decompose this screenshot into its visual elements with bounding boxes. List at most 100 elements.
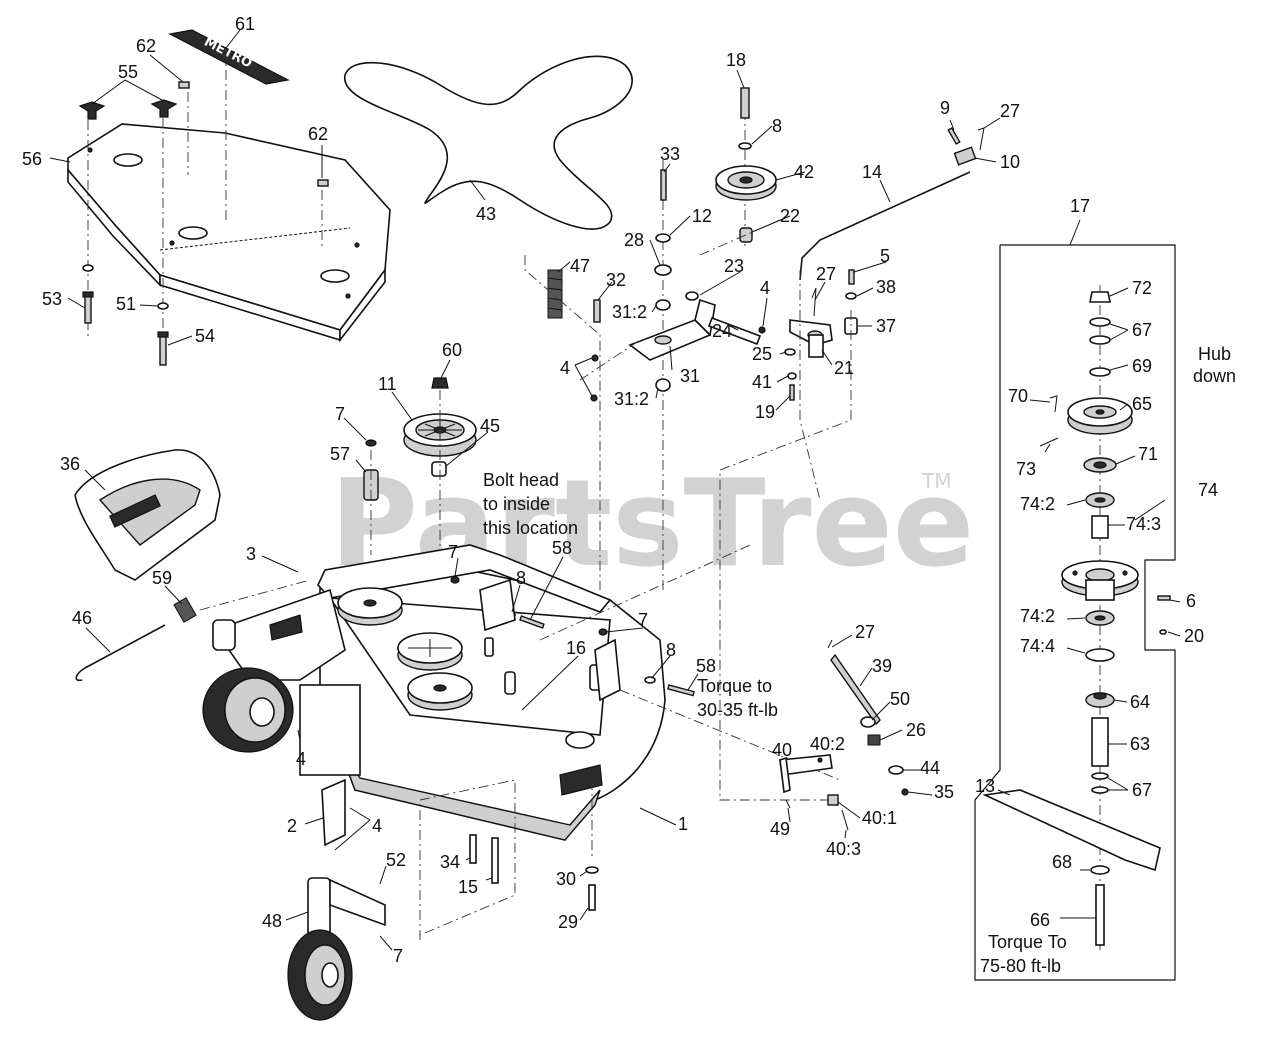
pin-9 — [947, 127, 961, 145]
washer-51b — [157, 302, 169, 310]
shaft-63 — [1091, 717, 1109, 767]
callout-71: 71 — [1138, 444, 1158, 464]
callout-61: 61 — [235, 14, 255, 34]
key-70 — [1049, 395, 1058, 413]
callout-40: 40 — [772, 740, 792, 760]
bracket-2 — [321, 778, 346, 847]
bolt-58b — [667, 684, 695, 697]
cotter-27c — [827, 639, 833, 649]
bracket-right — [594, 638, 621, 702]
callout-48: 48 — [262, 911, 282, 931]
svg-text:Bolt head: Bolt head — [483, 470, 559, 490]
callout-31-2: 31:2 — [614, 389, 649, 409]
callout-53: 53 — [42, 289, 62, 309]
washer-8c — [644, 676, 656, 684]
nut-60 — [431, 377, 449, 389]
bolt-32 — [593, 299, 601, 323]
bolt-18 — [740, 87, 750, 119]
washer-30 — [585, 866, 599, 874]
spacer-74-3 — [1091, 515, 1109, 539]
deck-cover-56 — [67, 123, 391, 343]
callout-11: 11 — [378, 374, 397, 394]
callout-31-2: 31:2 — [612, 302, 647, 322]
callout-41: 41 — [752, 372, 772, 392]
callout-57: 57 — [330, 444, 350, 464]
callout-44: 44 — [920, 758, 940, 778]
svg-text:Hub: Hub — [1198, 344, 1231, 364]
svg-text:30-35 ft-lb: 30-35 ft-lb — [697, 700, 778, 720]
callout-56: 56 — [22, 149, 42, 169]
callout-55: 55 — [118, 62, 138, 82]
bolt-6 — [1157, 595, 1171, 601]
callout-22: 22 — [780, 206, 800, 226]
note-hub-down: Hub down — [1193, 344, 1236, 386]
metro-decal-61: METRO — [168, 29, 290, 85]
callout-47: 47 — [570, 256, 590, 276]
bolt-33 — [660, 169, 667, 201]
callout-31: 31 — [680, 366, 700, 386]
callout-46: 46 — [72, 608, 92, 628]
spring-26 — [867, 734, 881, 746]
svg-text:75-80 ft-lb: 75-80 ft-lb — [980, 956, 1061, 976]
nut-72 — [1089, 291, 1111, 303]
callout-63: 63 — [1130, 734, 1150, 754]
callout-8: 8 — [772, 116, 782, 136]
callout-1: 1 — [678, 814, 688, 834]
callout-27: 27 — [1000, 101, 1020, 121]
callout-24: 24 — [712, 321, 732, 341]
callout-37: 37 — [876, 316, 896, 336]
callout-42: 42 — [794, 162, 814, 182]
callout-58: 58 — [696, 656, 716, 676]
callout-14: 14 — [862, 162, 882, 182]
washer-69 — [1089, 367, 1111, 377]
callout-7: 7 — [448, 542, 458, 562]
callout-7: 7 — [638, 610, 648, 630]
washer-23 — [685, 291, 699, 301]
callout-74-2: 74:2 — [1020, 494, 1055, 514]
washer-67a — [1089, 317, 1111, 327]
callout-43: 43 — [476, 204, 496, 224]
callout-67: 67 — [1132, 780, 1152, 800]
callout-74-2: 74:2 — [1020, 606, 1055, 626]
bushing-31-2a — [655, 299, 671, 311]
bushing-28 — [654, 264, 672, 276]
washer-41 — [787, 372, 797, 380]
callout-26: 26 — [906, 720, 926, 740]
svg-text:to inside: to inside — [483, 494, 550, 514]
callout-27: 27 — [816, 264, 836, 284]
spindle-housing-74 — [1061, 560, 1139, 601]
callout-3: 3 — [246, 544, 256, 564]
callout-40-3: 40:3 — [826, 839, 861, 859]
note-bolt-head: Bolt head to inside this location — [483, 470, 578, 538]
callout-32: 32 — [606, 270, 626, 290]
callout-58: 58 — [552, 538, 572, 558]
callout-68: 68 — [1052, 852, 1072, 872]
callout-20: 20 — [1184, 626, 1204, 646]
washer-51a — [82, 264, 94, 272]
clip-62b — [317, 179, 329, 187]
callout-74: 74 — [1198, 480, 1218, 500]
callout-7: 7 — [335, 404, 345, 424]
cotter-27a — [977, 127, 985, 151]
callout-2: 2 — [287, 816, 297, 836]
snap-ring-74-4 — [1085, 648, 1115, 662]
washer-67b — [1089, 335, 1111, 345]
callout-12: 12 — [692, 206, 712, 226]
svg-text:Torque To: Torque To — [988, 932, 1067, 952]
callout-74-4: 74:4 — [1020, 636, 1055, 656]
callout-4: 4 — [296, 749, 306, 769]
callout-67: 67 — [1132, 320, 1152, 340]
callout-74-3: 74:3 — [1126, 514, 1161, 534]
callout-66: 66 — [1030, 910, 1050, 930]
cotter-27b — [811, 287, 817, 317]
nut-20 — [1159, 629, 1167, 635]
callout-16: 16 — [566, 638, 586, 658]
front-caster-left — [202, 588, 361, 776]
nut-7b — [450, 576, 460, 584]
washer-8 — [738, 142, 752, 150]
callout-15: 15 — [458, 877, 478, 897]
callout-39: 39 — [872, 656, 892, 676]
callout-51: 51 — [116, 294, 136, 314]
callout-8: 8 — [516, 568, 526, 588]
